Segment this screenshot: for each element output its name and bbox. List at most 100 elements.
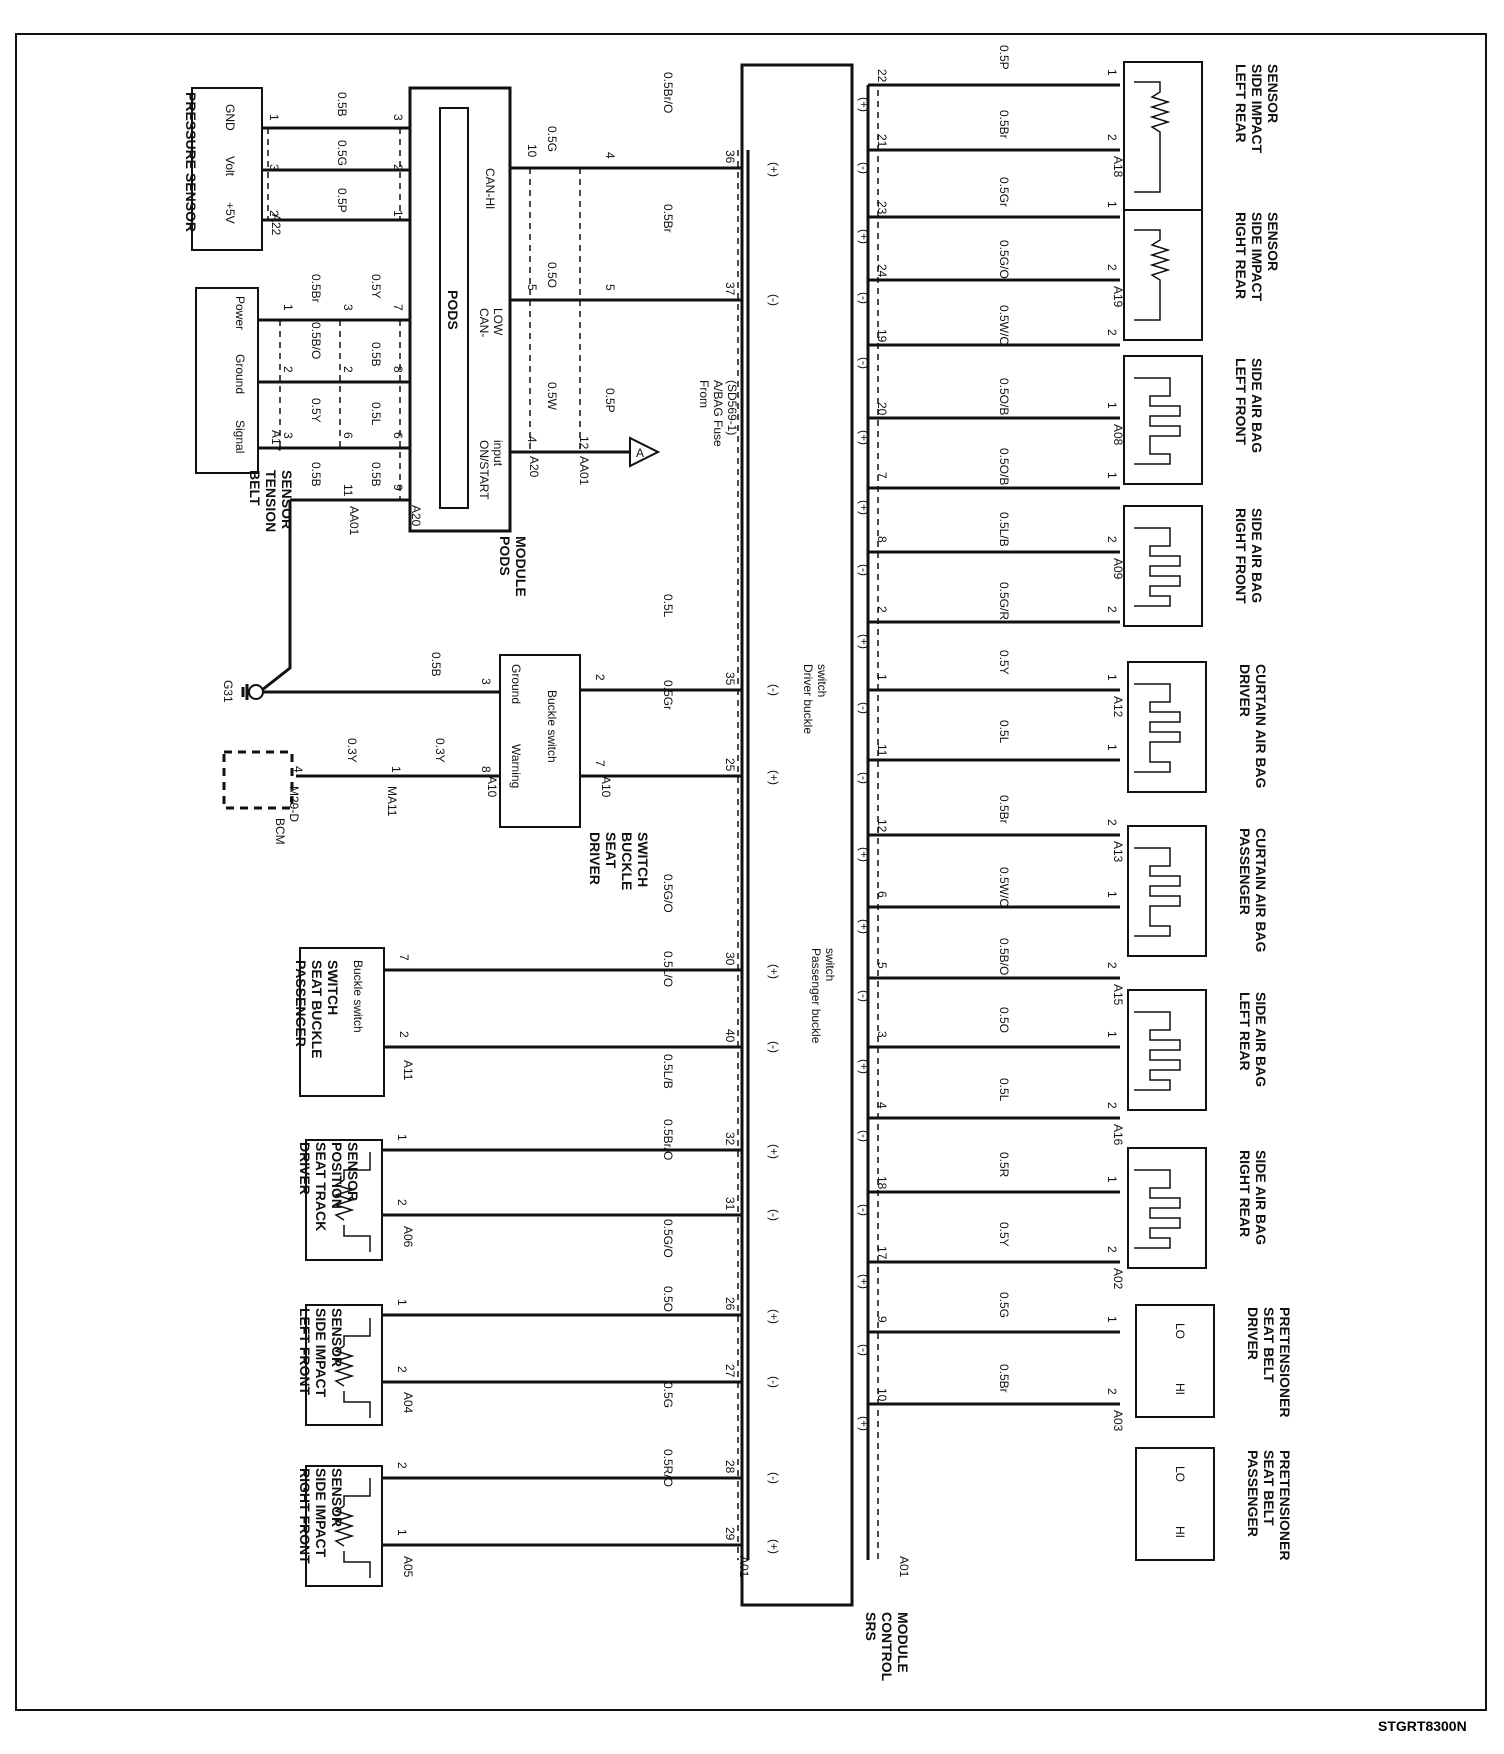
lfi-title-2: SENSOR [329,1308,345,1367]
belt-sensor-title: BELT TENSION SENSOR [247,470,295,532]
st-title-3: SENSOR [345,1142,361,1201]
driver-buckle-connector: A10 [599,776,613,798]
bw-2-pin: 3 [281,432,295,439]
db-title-1: SEAT [603,832,619,869]
right-pol-20: (+) [857,430,871,445]
lf-impact-resistor-icon [333,1318,371,1418]
pw-1-wire: 0.5G [335,140,349,166]
right-comp-airbag-icon-3 [1134,527,1181,607]
pw-2-wire: 0.5P [335,188,349,213]
right-pol-23: (+) [857,229,871,244]
psn-0: Passenger buckle [809,948,823,1044]
right-comp-title-6-1: SIDE AIR BAG [1253,992,1269,1087]
right-pin-20: 20 [875,402,889,416]
right-cpin-20: 1 [1105,402,1119,409]
left-pin-26: 26 [723,1297,737,1311]
right-comp-lo-9: LO [1173,1466,1187,1482]
left-wirelabel-25: 0.5Gr [661,680,675,710]
warn-w1: 0.3Y [345,738,359,763]
driver-buckle-connector-2: A10 [485,776,499,798]
bw-1-w1: 0.5B/O [309,322,323,359]
right-wirelabel-17: 0.5Y [997,1222,1011,1247]
right-cpin-8: 2 [1105,536,1119,543]
right-cpin-2: 2 [1105,606,1119,613]
left-pol-28: (-) [767,1472,781,1484]
left-cpin-31: 2 [395,1199,409,1206]
warn-w2: 0.3Y [433,738,447,763]
right-cpin-22: 1 [1105,69,1119,76]
fuse-line-2: (SD569-1) [725,380,739,435]
bw-2-mid: 6 [341,432,355,439]
right-pin-24: 24 [875,264,889,278]
right-cpin-3: 1 [1105,1031,1119,1038]
right-wirelabel-6: 0.5W/O [997,867,1011,908]
right-comp-box-1 [1123,209,1203,341]
left-pin-30: 30 [723,952,737,966]
right-cpin-6: 1 [1105,891,1119,898]
psn-1: switch [823,948,837,981]
bw-2-w2: 0.5L [369,402,383,426]
lf-impact-connector: A04 [401,1392,415,1414]
right-comp-title-3-0: RIGHT FRONT [1233,508,1249,604]
left-pin-40: 40 [723,1029,737,1043]
pressure-pin-volt: Volt [223,156,237,177]
left-pol-35: (-) [767,684,781,696]
srs-title-1: CONTROL [879,1612,895,1682]
left-pin-27: 27 [723,1364,737,1378]
right-cpin-4: 2 [1105,1102,1119,1109]
belt-tension-sensor-box [195,287,259,474]
right-comp-title-8-1: SEAT BELT [1261,1307,1277,1383]
bcm-connector: M29-D [287,786,301,822]
passenger-buckle-connector: A11 [401,1060,415,1081]
belt-sensor-pins: Power Ground Signal [233,296,247,453]
fuse-symbol: A [636,446,644,460]
db-title-2: BUCKLE [619,832,635,890]
right-pol-8: (-) [857,564,871,576]
right-cpin-18: 1 [1105,1176,1119,1183]
right-cpin-24: 2 [1105,264,1119,271]
right-wirelabel-10: 0.5Br [997,1364,1011,1393]
passenger-buckle-title: PASSENGER SEAT BUCKLE SWITCH [293,960,341,1059]
right-wirelabel-20: 0.5O/B [997,378,1011,415]
right-comp-hi-9: HI [1173,1526,1187,1538]
right-comp-airbag-icon-4 [1134,683,1181,773]
right-comp-connector-3: A09 [1111,558,1125,580]
left-wirelabel-37: 0.5Br [661,204,675,233]
st-title-1: SEAT TRACK [313,1142,329,1231]
right-cpin-1: 1 [1105,674,1119,681]
right-pin-12: 12 [875,819,889,833]
left-pol-26: (+) [767,1309,781,1324]
fuse-line-1: A/BAG Fuse [711,380,725,447]
right-comp-title-9-1: SEAT BELT [1261,1450,1277,1526]
right-comp-title-1-2: SENSOR [1265,212,1281,271]
rfi-title-1: SIDE IMPACT [313,1468,329,1558]
g31-pin: 3 [479,678,493,685]
right-pol-4: (-) [857,1130,871,1142]
pressure-sensor-title-text: PRESSURE SENSOR [183,92,199,232]
right-pol-3: (+) [857,1059,871,1074]
left-cpin-25: 7 [593,760,607,767]
left-pin-25: 25 [723,758,737,772]
belt-wires: 0.5Br 0.5B/O 0.5Y 0.5Y 0.5B 0.5L 1 2 3 3… [258,274,410,500]
driver-buckle-switch-label: Buckle switch [545,690,559,763]
rfi-title-0: RIGHT FRONT [297,1468,313,1564]
pb-title-2: SWITCH [325,960,341,1015]
passenger-buckle-switch-label: Buckle switch [351,960,365,1033]
right-wirelabel-12: 0.5Br [997,795,1011,824]
belt-pin-signal: Signal [233,420,247,453]
right-comp-title-4-1: CURTAIN AIR BAG [1253,664,1269,789]
srs-title-2: MODULE [895,1612,911,1673]
left-wirelabel-35: 0.5L [661,594,675,618]
right-pin-21: 21 [875,134,889,148]
pods-can-hi: CAN-HI [483,168,497,209]
pods-title-0: PODS [497,536,513,576]
fuse-group: A From A/BAG Fuse (SD569-1) 0.5P 12 AA01 [577,380,739,486]
fuse-wire: 0.5P [603,388,617,413]
pb-title-0: PASSENGER [293,960,309,1047]
right-pol-21: (-) [857,162,871,174]
belt-title-1: TENSION [263,470,279,532]
right-pol-6: (+) [857,919,871,934]
